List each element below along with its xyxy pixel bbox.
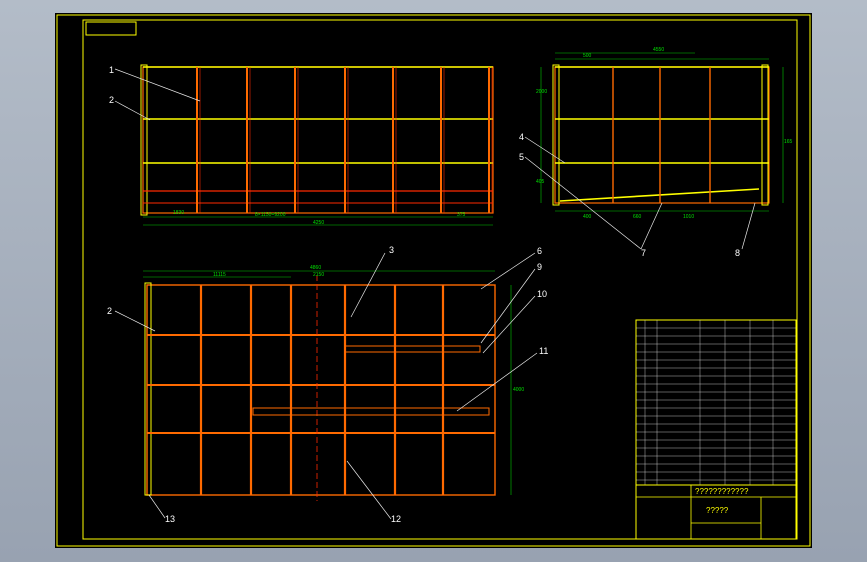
callout-9: 9 <box>537 262 542 272</box>
corner-tag-box <box>85 21 137 36</box>
callout-12: 12 <box>391 514 401 524</box>
dim-11115: 11115 <box>213 272 226 278</box>
dim-400: 400 <box>583 214 592 220</box>
dim-4860: 4860 <box>310 265 321 271</box>
dim-500: 500 <box>583 53 592 59</box>
callout-10: 10 <box>537 289 547 299</box>
callout-5: 5 <box>519 152 524 162</box>
dim-165: 165 <box>784 139 793 145</box>
drawing-canvas: 1830 8×1150=9200 4250 375 1 2 <box>56 14 811 547</box>
dim-1010: 1010 <box>683 214 694 220</box>
inner-border <box>82 19 798 540</box>
dim-4000: 4000 <box>513 387 524 393</box>
callout-1: 1 <box>109 65 114 75</box>
dim-4550: 4550 <box>653 47 664 53</box>
dim-2000: 2000 <box>536 89 547 95</box>
front-view: 1830 8×1150=9200 4250 375 1 2 <box>109 64 494 226</box>
callout-3: 3 <box>389 245 394 255</box>
callout-7: 7 <box>641 248 646 258</box>
side-view: 4550 500 2000 405 165 400 660 1010 4 5 7… <box>519 47 793 258</box>
plan-view: 4860 2150 4000 11115 3 6 9 10 2 11 13 12 <box>107 245 548 524</box>
title-block: ???????????? ????? <box>635 319 797 540</box>
callout-2-plan: 2 <box>107 306 112 316</box>
dim-4250: 4250 <box>313 220 324 226</box>
outer-border <box>56 14 811 547</box>
dim-1830: 1830 <box>173 210 184 216</box>
callout-8: 8 <box>735 248 740 258</box>
dim-9200: 8×1150=9200 <box>255 212 286 218</box>
drawing-sheet: 1830 8×1150=9200 4250 375 1 2 <box>55 13 812 548</box>
dim-405: 405 <box>536 179 545 185</box>
callout-13: 13 <box>165 514 175 524</box>
callout-11: 11 <box>539 346 548 356</box>
callout-6: 6 <box>537 246 542 256</box>
title-text: ???????????? <box>695 487 749 496</box>
dim-2150: 2150 <box>313 272 324 278</box>
callout-4: 4 <box>519 132 524 142</box>
dim-660: 660 <box>633 214 642 220</box>
drawing-name: ????? <box>706 506 729 515</box>
callout-2-front: 2 <box>109 95 114 105</box>
dim-375: 375 <box>457 212 466 218</box>
